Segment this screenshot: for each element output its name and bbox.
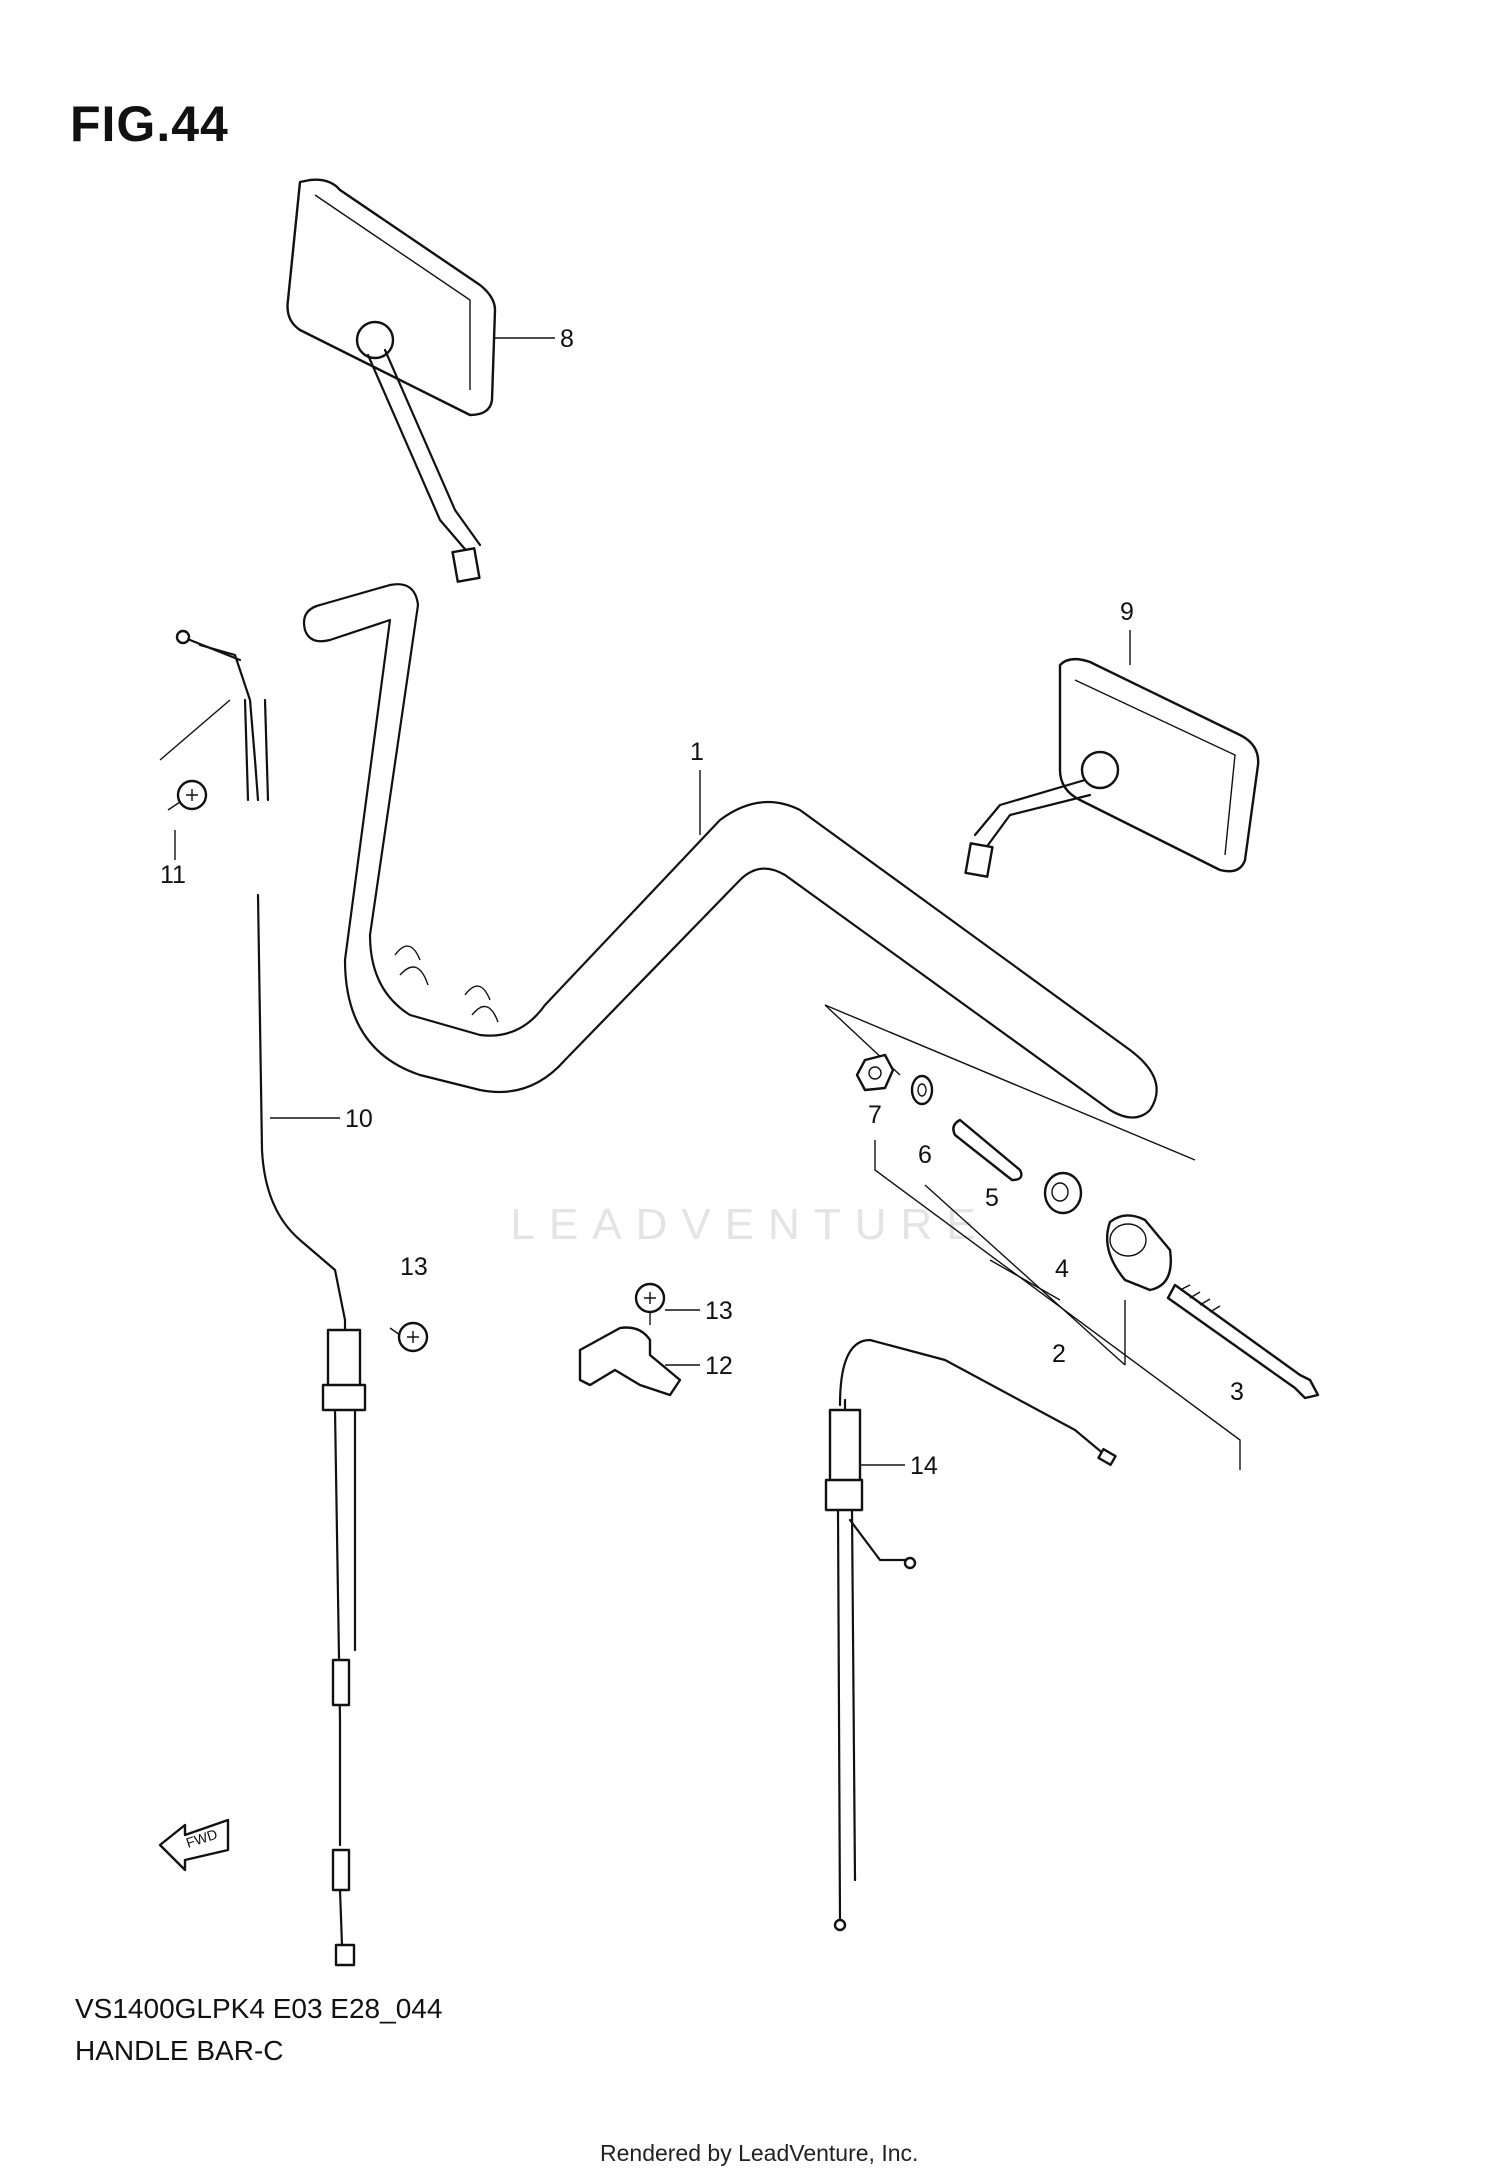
rendered-by-credit: Rendered by LeadVenture, Inc.	[600, 2140, 919, 2166]
callout-2: 2	[1052, 1340, 1066, 1368]
callout-13-center: 13	[705, 1297, 733, 1325]
mirror-left[interactable]	[286, 178, 497, 583]
screw-top[interactable]	[175, 629, 242, 662]
handlebar[interactable]	[302, 583, 1158, 1119]
part-nut-7[interactable]	[855, 1053, 895, 1092]
part-balancer-2[interactable]	[1106, 1214, 1172, 1292]
throttle-cable[interactable]	[198, 643, 367, 1967]
clutch-cable[interactable]	[824, 1338, 1117, 1932]
fwd-arrow-icon: FWD	[158, 1818, 230, 1872]
callout-labels: 1 2 3 4 5 6 7 8 9 10 11 12 13 13 14	[160, 325, 1244, 1480]
callout-5: 5	[985, 1184, 999, 1212]
clamp-12[interactable]	[578, 1326, 682, 1397]
part-spacer-5[interactable]	[952, 1118, 1023, 1182]
part-washer-6[interactable]	[910, 1074, 934, 1106]
callout-11: 11	[160, 861, 186, 889]
callout-10: 10	[345, 1105, 373, 1133]
figure-title: FIG.44	[70, 96, 229, 152]
screw-13-left[interactable]	[389, 1321, 429, 1353]
callout-12: 12	[705, 1352, 733, 1380]
callout-7: 7	[868, 1101, 882, 1129]
screw-11[interactable]	[159, 699, 231, 811]
callout-13-left: 13	[400, 1253, 428, 1281]
callout-leaders	[174, 337, 1131, 1466]
part-bolt-3[interactable]	[1166, 1283, 1320, 1400]
watermark: LEADVENTURE	[510, 1200, 990, 1249]
callout-6: 6	[918, 1141, 932, 1169]
callout-14: 14	[910, 1452, 938, 1480]
screw-13-center[interactable]	[634, 1282, 666, 1325]
callout-4: 4	[1055, 1255, 1069, 1283]
callout-1: 1	[690, 738, 704, 766]
callout-9: 9	[1120, 598, 1134, 626]
model-code: VS1400GLPK4 E03 E28_044	[75, 1993, 443, 2024]
section-name: HANDLE BAR-C	[75, 2035, 284, 2066]
part-cushion-4[interactable]	[1043, 1171, 1083, 1215]
callout-8: 8	[560, 325, 574, 353]
mirror-right[interactable]	[964, 657, 1260, 878]
callout-3: 3	[1230, 1378, 1244, 1406]
leader-bracket	[824, 1004, 1241, 1470]
